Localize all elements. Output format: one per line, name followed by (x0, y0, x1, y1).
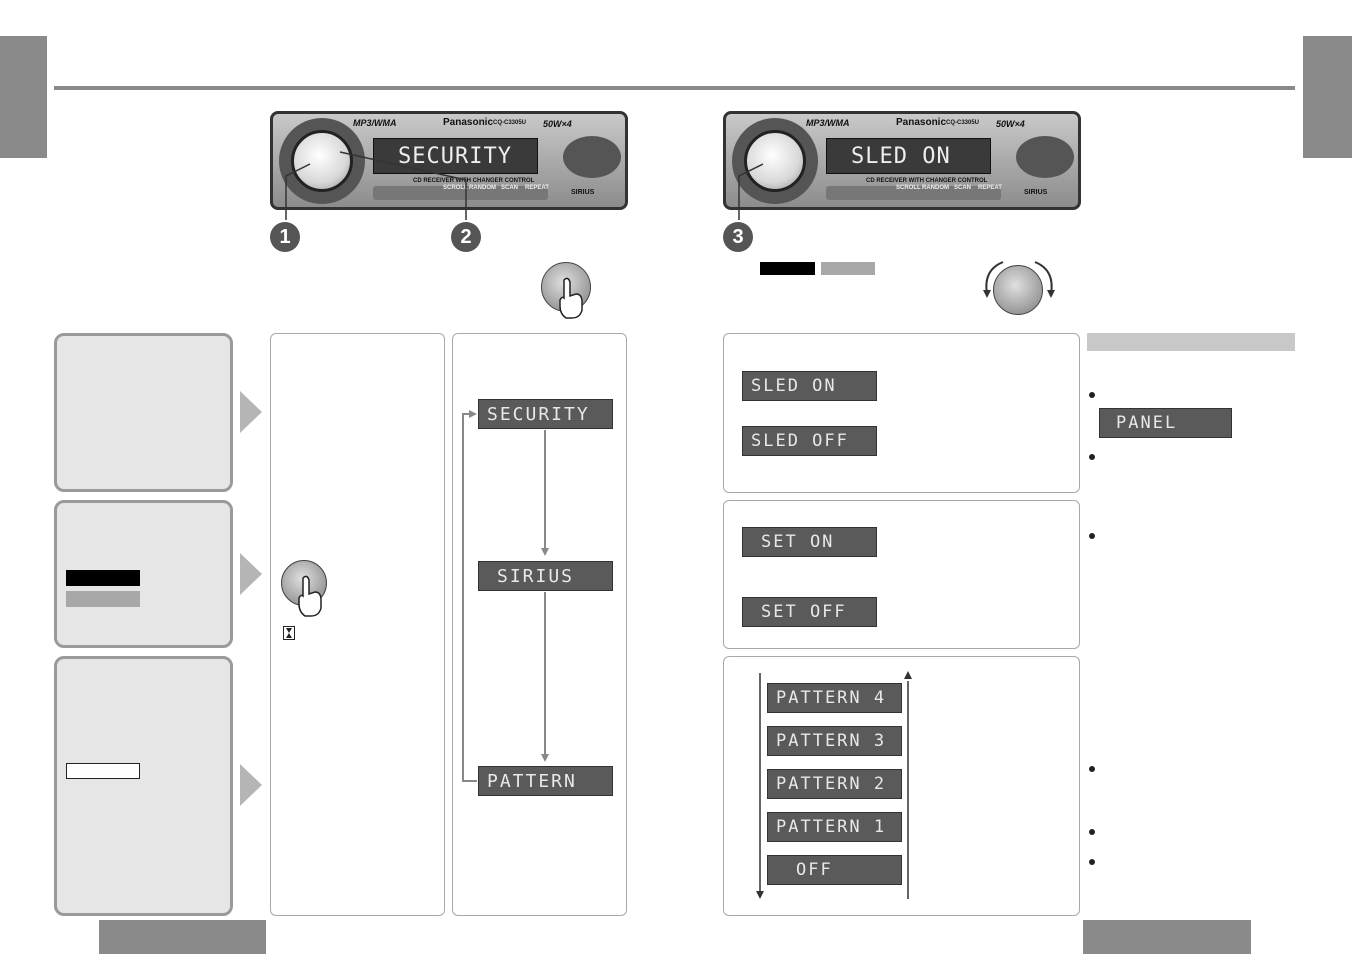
preset-strip (373, 186, 548, 200)
instruction-panel (270, 333, 445, 916)
step-arrow-1 (240, 391, 262, 433)
btn-scroll[interactable]: SCROLL (896, 185, 921, 191)
sirius-settings-panel: SET ON SET OFF (723, 500, 1080, 649)
power-logo: 50W×4 (996, 119, 1025, 129)
callout-line-right (738, 163, 764, 220)
right-control-cluster[interactable] (1016, 136, 1074, 178)
note-bullet-4 (1089, 766, 1095, 772)
display-set-off: SET OFF (742, 597, 877, 627)
stereo-display: SECURITY (373, 138, 538, 174)
btn-scan[interactable]: SCAN (954, 185, 972, 191)
step-box-3 (54, 656, 233, 916)
step-box-2 (54, 500, 233, 648)
btn-scan[interactable]: SCAN (501, 185, 519, 191)
right-control-cluster[interactable] (563, 136, 621, 178)
power-logo: 50W×4 (543, 119, 572, 129)
step-arrow-3 (240, 764, 262, 806)
note-bullet-2 (1089, 454, 1095, 460)
swatch-gray (66, 591, 140, 607)
btn-random[interactable]: RANDOM (469, 185, 496, 191)
callout-two: 2 (451, 222, 481, 252)
header-rule (54, 86, 1295, 90)
pattern-cycle-arrows (756, 671, 912, 899)
strip-label: CD RECEIVER WITH CHANGER CONTROL (413, 178, 535, 184)
step-arrow-2 (240, 553, 262, 595)
stereo-right: MP3/WMA Panasonic CQ-C3305U 50W×4 SLED O… (723, 111, 1081, 210)
swatch-white (66, 763, 140, 779)
security-settings-panel: SLED ON SLED OFF (723, 333, 1080, 493)
strip-label: CD RECEIVER WITH CHANGER CONTROL (866, 178, 988, 184)
menu-item-sirius: SIRIUS (478, 561, 613, 591)
display-panel: PANEL (1099, 408, 1232, 438)
hourglass-icon (283, 626, 295, 640)
preset-strip (826, 186, 1001, 200)
menu-flow-arrows (462, 410, 549, 782)
note-bullet-6 (1089, 859, 1095, 865)
callout-three: 3 (723, 222, 753, 252)
sirius-logo: SIRIUS (1024, 189, 1048, 196)
brand-logo: Panasonic (896, 117, 947, 128)
pattern-settings-panel: PATTERN 4 PATTERN 3 PATTERN 2 PATTERN 1 … (723, 656, 1080, 916)
volume-knob[interactable] (291, 130, 353, 192)
display-pattern-4: PATTERN 4 (767, 683, 902, 713)
footer-tab-left (99, 920, 266, 954)
format-logo: MP3/WMA (806, 118, 850, 128)
menu-item-security: SECURITY (478, 399, 613, 429)
note-bullet-5 (1089, 829, 1095, 835)
note-bullet-1 (1089, 392, 1095, 398)
rotate-arrows-icon (983, 261, 1055, 298)
stereo-left: MP3/WMA Panasonic CQ-C3305U 50W×4 SECURI… (270, 111, 628, 210)
menu-item-pattern: PATTERN (478, 766, 613, 796)
step-box-1 (54, 333, 233, 492)
callout-one: 1 (270, 222, 300, 252)
btn-scroll[interactable]: SCROLL (443, 185, 468, 191)
note-bullet-3 (1089, 533, 1095, 539)
model-label: CQ-C3305U (946, 120, 980, 126)
volume-knob[interactable] (744, 130, 806, 192)
swatch-black (760, 262, 815, 275)
display-sled-off: SLED OFF (742, 426, 877, 456)
right-edge-tab (1303, 36, 1352, 158)
hand-press-icon (298, 575, 322, 617)
display-set-on: SET ON (742, 527, 877, 557)
display-pattern-off: OFF (767, 855, 902, 885)
format-logo: MP3/WMA (353, 118, 397, 128)
notes-header-bar (1087, 333, 1295, 351)
swatch-black (66, 570, 140, 586)
callout-lines-left (285, 151, 467, 220)
display-pattern-1: PATTERN 1 (767, 812, 902, 842)
btn-repeat[interactable]: REPEAT (525, 185, 549, 191)
footer-tab-right (1083, 920, 1251, 954)
menu-flow-panel: SECURITY SIRIUS PATTERN (452, 333, 627, 916)
model-label: CQ-C3305U (493, 120, 527, 126)
btn-repeat[interactable]: REPEAT (978, 185, 1002, 191)
sirius-logo: SIRIUS (571, 189, 595, 196)
rotate-knob-icon (993, 265, 1043, 315)
btn-random[interactable]: RANDOM (922, 185, 949, 191)
display-pattern-3: PATTERN 3 (767, 726, 902, 756)
swatch-gray (821, 262, 875, 275)
brand-logo: Panasonic (443, 117, 494, 128)
left-edge-tab (0, 36, 47, 158)
display-pattern-2: PATTERN 2 (767, 769, 902, 799)
display-sled-on: SLED ON (742, 371, 877, 401)
hand-press-icon (559, 277, 583, 319)
stereo-display: SLED ON (826, 138, 991, 174)
